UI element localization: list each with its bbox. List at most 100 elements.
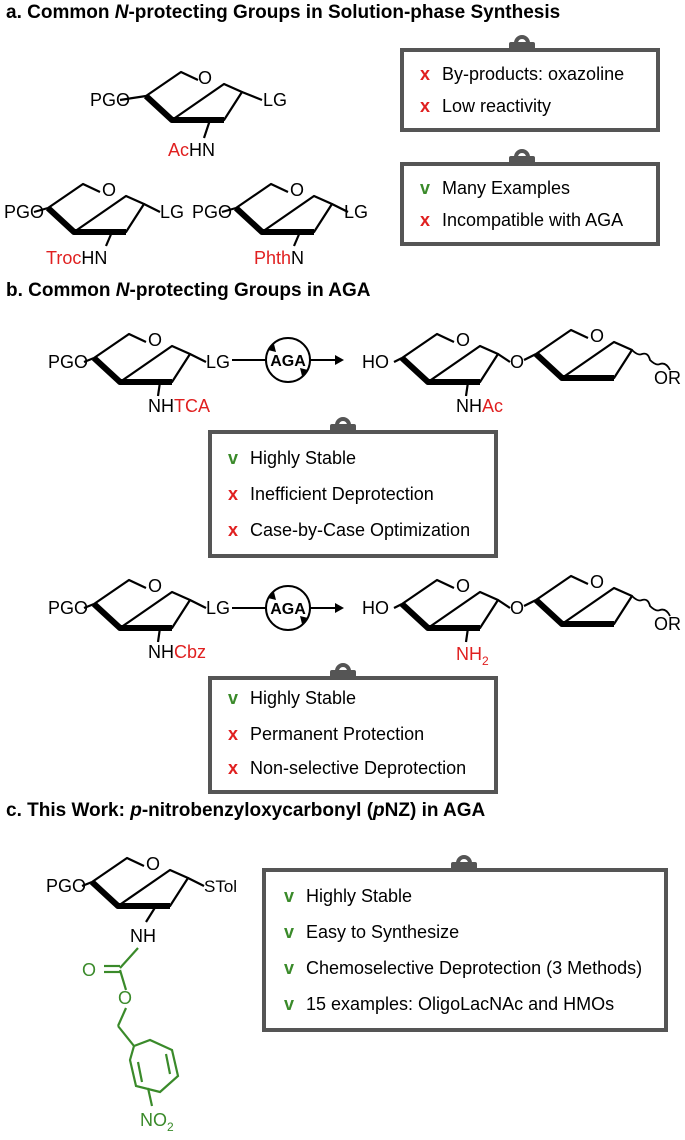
section-a-title: a. Common N-protecting Groups in Solutio… [6,2,561,23]
svg-text:NO2: NO2 [140,1110,174,1134]
ring-oxygen-label: O [146,854,160,874]
svg-text:NHAc: NHAc [456,396,503,416]
lg-label: LG [160,202,184,222]
ring-oxygen-label: O [590,572,604,592]
ring-oxygen-label: O [590,326,604,346]
tca-product-structure: HO O O O OR NHAc [362,326,681,416]
ester-oxygen-label: O [118,988,132,1008]
svg-text:PhthN: PhthN [254,248,304,268]
nh-label: NH [130,926,156,946]
status-mark: x [420,64,431,84]
status-mark: v [228,688,239,708]
section-b-title: b. Common N-protecting Groups in AGA [6,280,371,301]
ho-label: HO [362,598,389,618]
cbz-donor-structure: PGO LG O NHCbz [48,576,230,662]
n-label: N [291,248,304,268]
status-mark: x [420,210,431,230]
pgo-label: PGO [90,90,130,110]
tca-donor-structure: PGO LG O NHTCA [48,330,230,416]
status-mark: x [228,520,239,540]
ring-oxygen-label: O [456,330,470,350]
ring-oxygen-label: O [148,330,162,350]
acetyl-donor-structure: PGO LG O AcHN [90,68,287,160]
aga-label: AGA [270,353,306,370]
status-mark: v [284,886,295,906]
svg-text:NH2: NH2 [456,644,489,668]
tca-label: TCA [174,396,210,416]
nh2-subscript: 2 [482,654,489,668]
pnz-group [104,947,180,1107]
lg-label: LG [344,202,368,222]
pgo-label: PGO [48,598,88,618]
status-mark: x [228,724,239,744]
svg-text:AcHN: AcHN [168,140,215,160]
pgo-label: PGO [46,876,86,896]
ring-oxygen-label: O [148,576,162,596]
svg-text:TrocHN: TrocHN [46,248,107,268]
pnz-donor-structure: PGO STol O NH O O NO2 [46,854,237,1134]
status-mark: v [284,994,295,1014]
status-mark: v [284,922,295,942]
no2-subscript: 2 [167,1120,174,1134]
status-mark: x [420,96,431,116]
status-mark: v [420,178,431,198]
ring-oxygen-label: O [456,576,470,596]
section-c-title: c. This Work: p-nitrobenzyloxycarbonyl (… [6,800,486,821]
cbz-label: Cbz [174,642,206,662]
troc-label: Troc [46,248,81,268]
hn-label: HN [81,248,107,268]
ring-oxygen-label: O [198,68,212,88]
aga-reaction-arrow-2: AGA [232,585,344,631]
or-label: OR [654,368,681,388]
nh2-label: NH [456,644,482,664]
carbonyl-oxygen-label: O [82,960,96,980]
no2-label: NO [140,1110,167,1130]
glycosidic-oxygen-label: O [510,598,524,618]
lg-label: LG [206,598,230,618]
glycosidic-oxygen-label: O [510,352,524,372]
nh-label: NH [456,396,482,416]
aga-label: AGA [270,601,306,618]
phth-donor-structure: PGO LG O PhthN [192,180,368,268]
status-mark: v [228,448,239,468]
ho-label: HO [362,352,389,372]
status-mark: x [228,484,239,504]
ac-label: Ac [168,140,189,160]
pgo-label: PGO [192,202,232,222]
svg-text:NHCbz: NHCbz [148,642,206,662]
cbz-product-structure: HO O O O OR NH2 [362,572,681,668]
stol-label: STol [204,877,237,896]
status-mark: x [228,758,239,778]
ring-oxygen-label: O [102,180,116,200]
nh-label: NH [148,642,174,662]
lg-label: LG [263,90,287,110]
lg-label: LG [206,352,230,372]
aga-reaction-arrow-1: AGA [232,337,344,383]
svg-text:NHTCA: NHTCA [148,396,210,416]
status-mark: v [284,958,295,978]
pgo-label: PGO [48,352,88,372]
or-label: OR [654,614,681,634]
troc-donor-structure: PGO LG O TrocHN [4,180,184,268]
phth-label: Phth [254,248,291,268]
pgo-label: PGO [4,202,44,222]
